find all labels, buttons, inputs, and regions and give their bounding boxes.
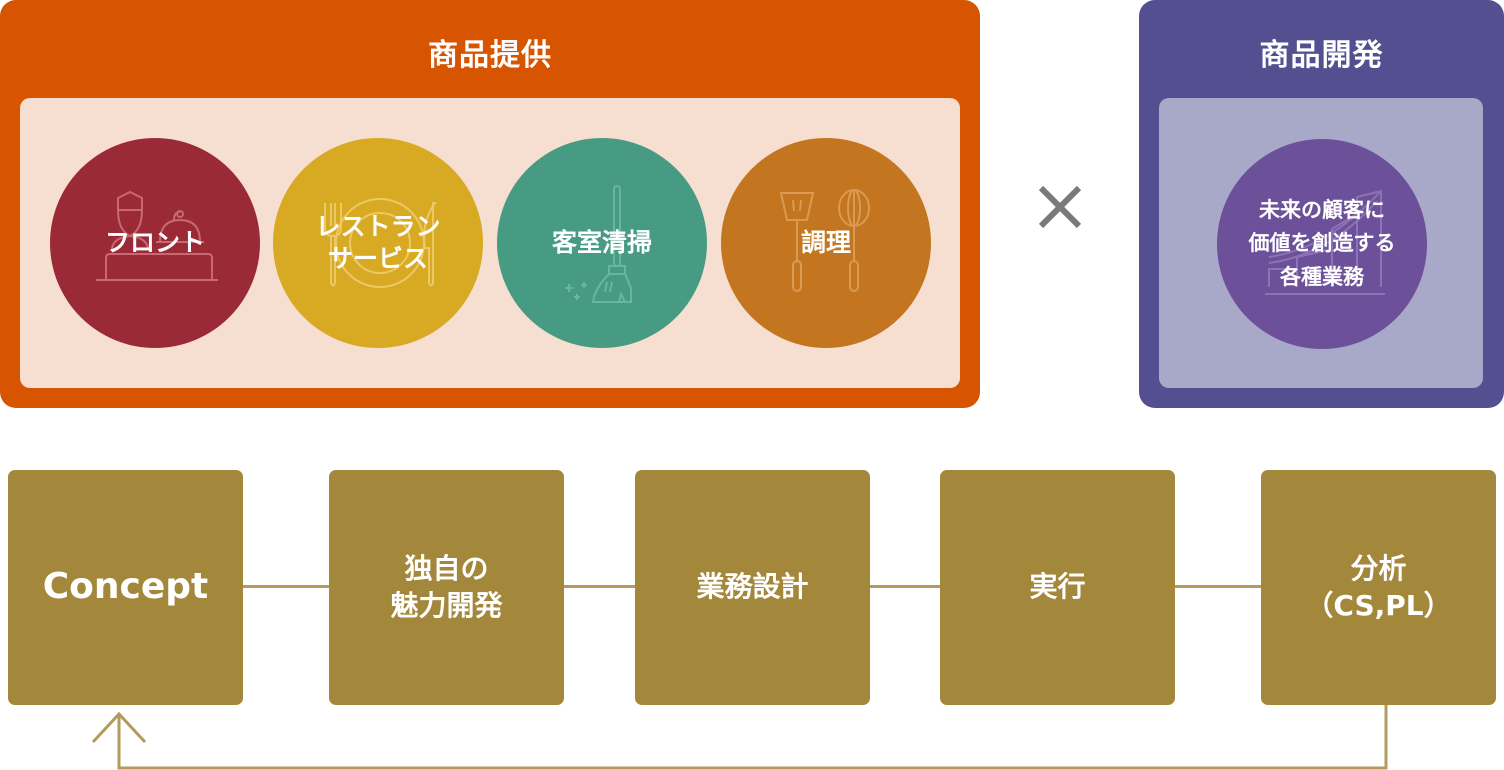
step-concept: Concept: [8, 470, 243, 705]
connector-3-4: [870, 585, 940, 588]
step-unique-appeal: 独自の 魅力開発: [329, 470, 564, 705]
connector-2-3: [564, 585, 635, 588]
circle-development: 未来の顧客に 価値を創造する 各種業務: [1217, 139, 1427, 349]
product-development-title: 商品開発: [1259, 38, 1384, 73]
multiply-icon: [1038, 185, 1082, 229]
receptionist-bell-icon: [96, 190, 218, 281]
circle-development-label: 未来の顧客に 価値を創造する 各種業務: [1248, 197, 1396, 289]
circle-front-label: フロント: [104, 227, 205, 257]
step-analysis: 分析 （CS,PL）: [1261, 470, 1496, 705]
spatula-whisk-icon: [779, 189, 870, 292]
product-provision-title: 商品提供: [428, 38, 552, 73]
circle-cleaning: 客室清掃: [497, 138, 707, 348]
step-execution-label: 実行: [1029, 570, 1086, 604]
circle-cleaning-label: 客室清掃: [551, 227, 652, 257]
circle-front: フロント: [50, 138, 260, 348]
circle-restaurant-label: レストラン サービス: [315, 211, 441, 274]
circle-cooking-label: 調理: [800, 227, 851, 257]
step-business-design: 業務設計: [635, 470, 870, 705]
growth-chart-icon: [1265, 189, 1385, 295]
step-unique-appeal-label: 独自の 魅力開発: [390, 552, 503, 622]
step-concept-label: Concept: [42, 566, 209, 608]
connector-4-5: [1175, 585, 1261, 588]
feedback-arrow-icon: [91, 705, 1388, 770]
step-analysis-label: 分析 （CS,PL）: [1305, 552, 1452, 622]
connector-1-2: [243, 585, 329, 588]
step-execution: 実行: [940, 470, 1175, 705]
broom-icon: [565, 185, 632, 303]
step-business-design-label: 業務設計: [696, 570, 809, 604]
circle-restaurant: レストラン サービス: [273, 138, 483, 348]
plate-cutlery-icon: [324, 198, 437, 288]
circle-cooking: 調理: [721, 138, 931, 348]
